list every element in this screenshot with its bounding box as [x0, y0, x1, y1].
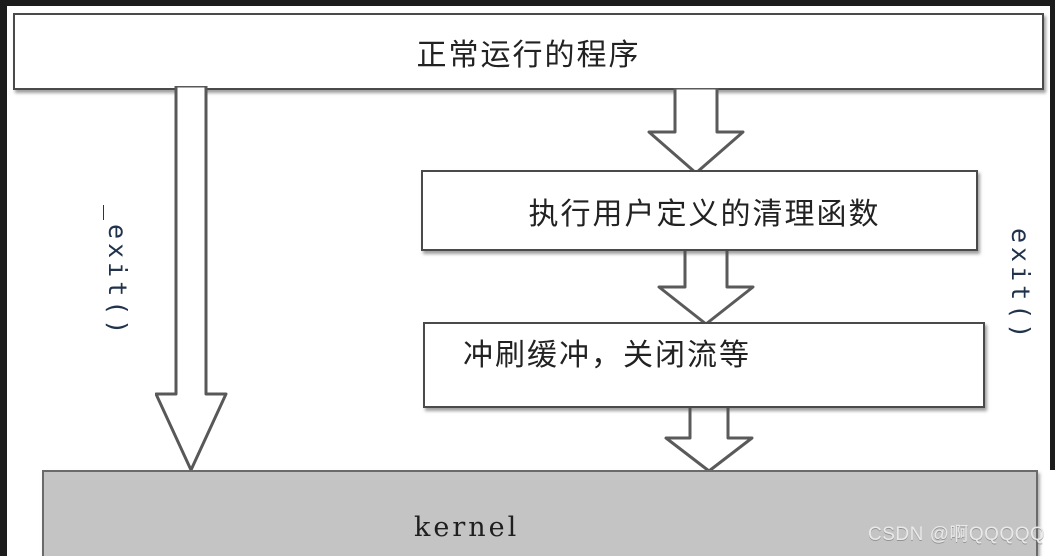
arrow-direct-exit-to-kernel [155, 86, 255, 476]
box-kernel-label: kernel [414, 512, 520, 543]
scan-edge-top [0, 0, 1055, 6]
box-kernel: kernel [42, 470, 1038, 556]
box-running-program-label: 正常运行的程序 [416, 37, 641, 73]
label-exit: exit() [1006, 228, 1035, 343]
box-user-cleanup-functions: 执行用户定义的清理函数 [421, 170, 978, 251]
csdn-watermark: CSDN @啊QQQQQ [868, 524, 1046, 545]
arrow-flush-to-kernel [662, 406, 762, 474]
box-flush-buffers-label: 冲刷缓冲，关闭流等 [463, 338, 751, 373]
box-flush-buffers: 冲刷缓冲，关闭流等 [423, 322, 985, 408]
arrow-program-to-cleanup [645, 88, 755, 176]
label-underscore-exit: _exit() [103, 205, 132, 339]
scan-edge-right [1050, 0, 1055, 470]
arrow-cleanup-to-flush [655, 249, 765, 327]
box-running-program: 正常运行的程序 [13, 13, 1044, 90]
box-user-cleanup-functions-label: 执行用户定义的清理函数 [528, 196, 881, 232]
scan-edge-left [0, 0, 7, 556]
